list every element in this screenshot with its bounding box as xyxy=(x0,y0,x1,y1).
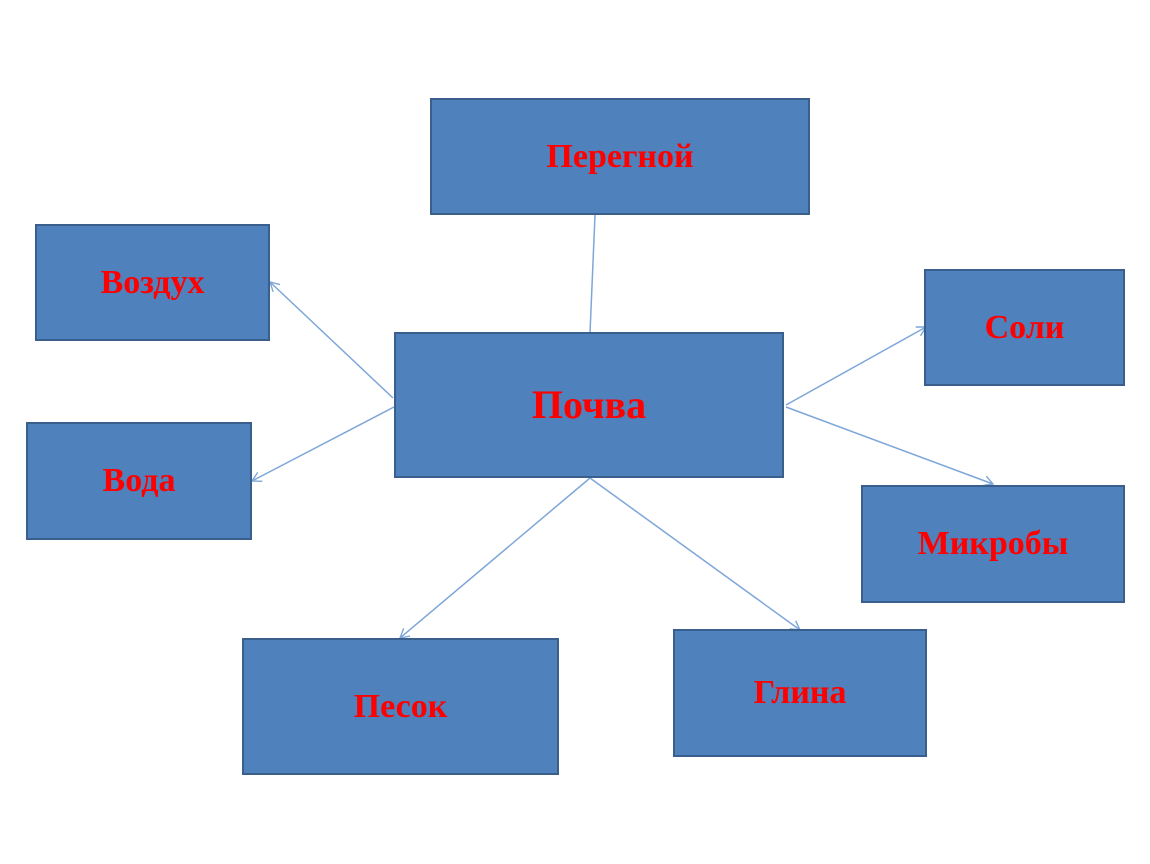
node-soli: Соли xyxy=(924,269,1125,386)
node-pochva: Почва xyxy=(394,332,784,478)
connector-peregnoy xyxy=(589,214,596,334)
node-voda-label: Вода xyxy=(102,462,176,499)
node-voda: Вода xyxy=(26,422,252,540)
node-glina: Глина xyxy=(673,629,927,757)
arrow-voda xyxy=(250,406,395,482)
node-glina-label: Глина xyxy=(753,674,847,711)
node-vozdukh: Воздух xyxy=(35,224,270,341)
node-mikroby-label: Микробы xyxy=(917,525,1069,562)
node-peregnoy-label: Перегной xyxy=(546,137,694,175)
arrow-mikroby xyxy=(785,406,995,487)
node-pochva-label: Почва xyxy=(531,382,647,427)
node-mikroby: Микробы xyxy=(861,485,1125,603)
node-pesok: Песок xyxy=(242,638,559,775)
arrow-pesok xyxy=(398,477,591,639)
arrow-vozdukh xyxy=(268,281,394,399)
node-soli-label: Соли xyxy=(984,308,1065,346)
node-peregnoy: Перегной xyxy=(430,98,810,215)
arrow-glina xyxy=(589,477,802,631)
arrow-soli xyxy=(785,326,928,406)
node-pesok-label: Песок xyxy=(353,687,448,725)
node-vozdukh-label: Воздух xyxy=(100,263,205,301)
